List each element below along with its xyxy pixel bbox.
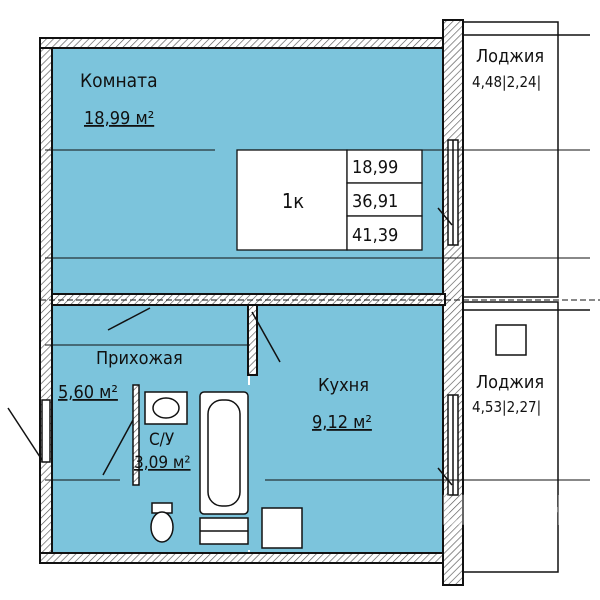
window-prikhozhaya bbox=[41, 399, 51, 463]
loggia-bottom-name: Лоджия bbox=[476, 372, 544, 393]
summary-total-area: 36,91 bbox=[352, 191, 398, 212]
room-area-kukhnya: 9,12 м² bbox=[312, 412, 372, 433]
kitchen-sink bbox=[261, 507, 303, 549]
wall-bottom bbox=[39, 552, 451, 564]
doors bbox=[7, 207, 453, 486]
loggia-bottom-area: 4,53|2,27| bbox=[472, 398, 541, 416]
loggia-vent-box bbox=[495, 324, 527, 356]
room-area-su: 3,09 м² bbox=[134, 453, 191, 473]
loggia-top-name: Лоджия bbox=[476, 46, 544, 67]
room-name-komnata: Комната bbox=[80, 70, 158, 92]
summary-living-area: 18,99 bbox=[352, 157, 398, 178]
bathroom-fixtures bbox=[132, 384, 303, 549]
room-area-prikhozhaya: 5,60 м² bbox=[58, 382, 118, 403]
room-name-prikhozhaya: Прихожая bbox=[96, 348, 183, 369]
wall-top bbox=[39, 37, 451, 49]
summary-box bbox=[236, 149, 423, 251]
loggia-top-frame bbox=[462, 21, 559, 298]
loggia-top-area: 4,48|2,24| bbox=[472, 73, 541, 91]
watermark: ЦИАН bbox=[440, 486, 567, 535]
summary-total-with-loggia: 41,39 bbox=[352, 225, 398, 246]
wall-su-right bbox=[247, 304, 258, 376]
door-komnata bbox=[107, 307, 151, 331]
wall-su-left bbox=[132, 384, 140, 486]
loggia-bottom-frame bbox=[462, 301, 559, 573]
door-entrance bbox=[7, 407, 43, 461]
summary-type: 1к bbox=[282, 189, 304, 213]
room-area-komnata: 18,99 м² bbox=[84, 108, 154, 129]
door-su bbox=[102, 419, 134, 476]
room-name-kukhnya: Кухня bbox=[318, 375, 369, 396]
door-kukhnya bbox=[251, 311, 281, 363]
loggias bbox=[462, 21, 590, 573]
room-name-su: С/У bbox=[149, 430, 175, 450]
windows bbox=[41, 139, 459, 496]
